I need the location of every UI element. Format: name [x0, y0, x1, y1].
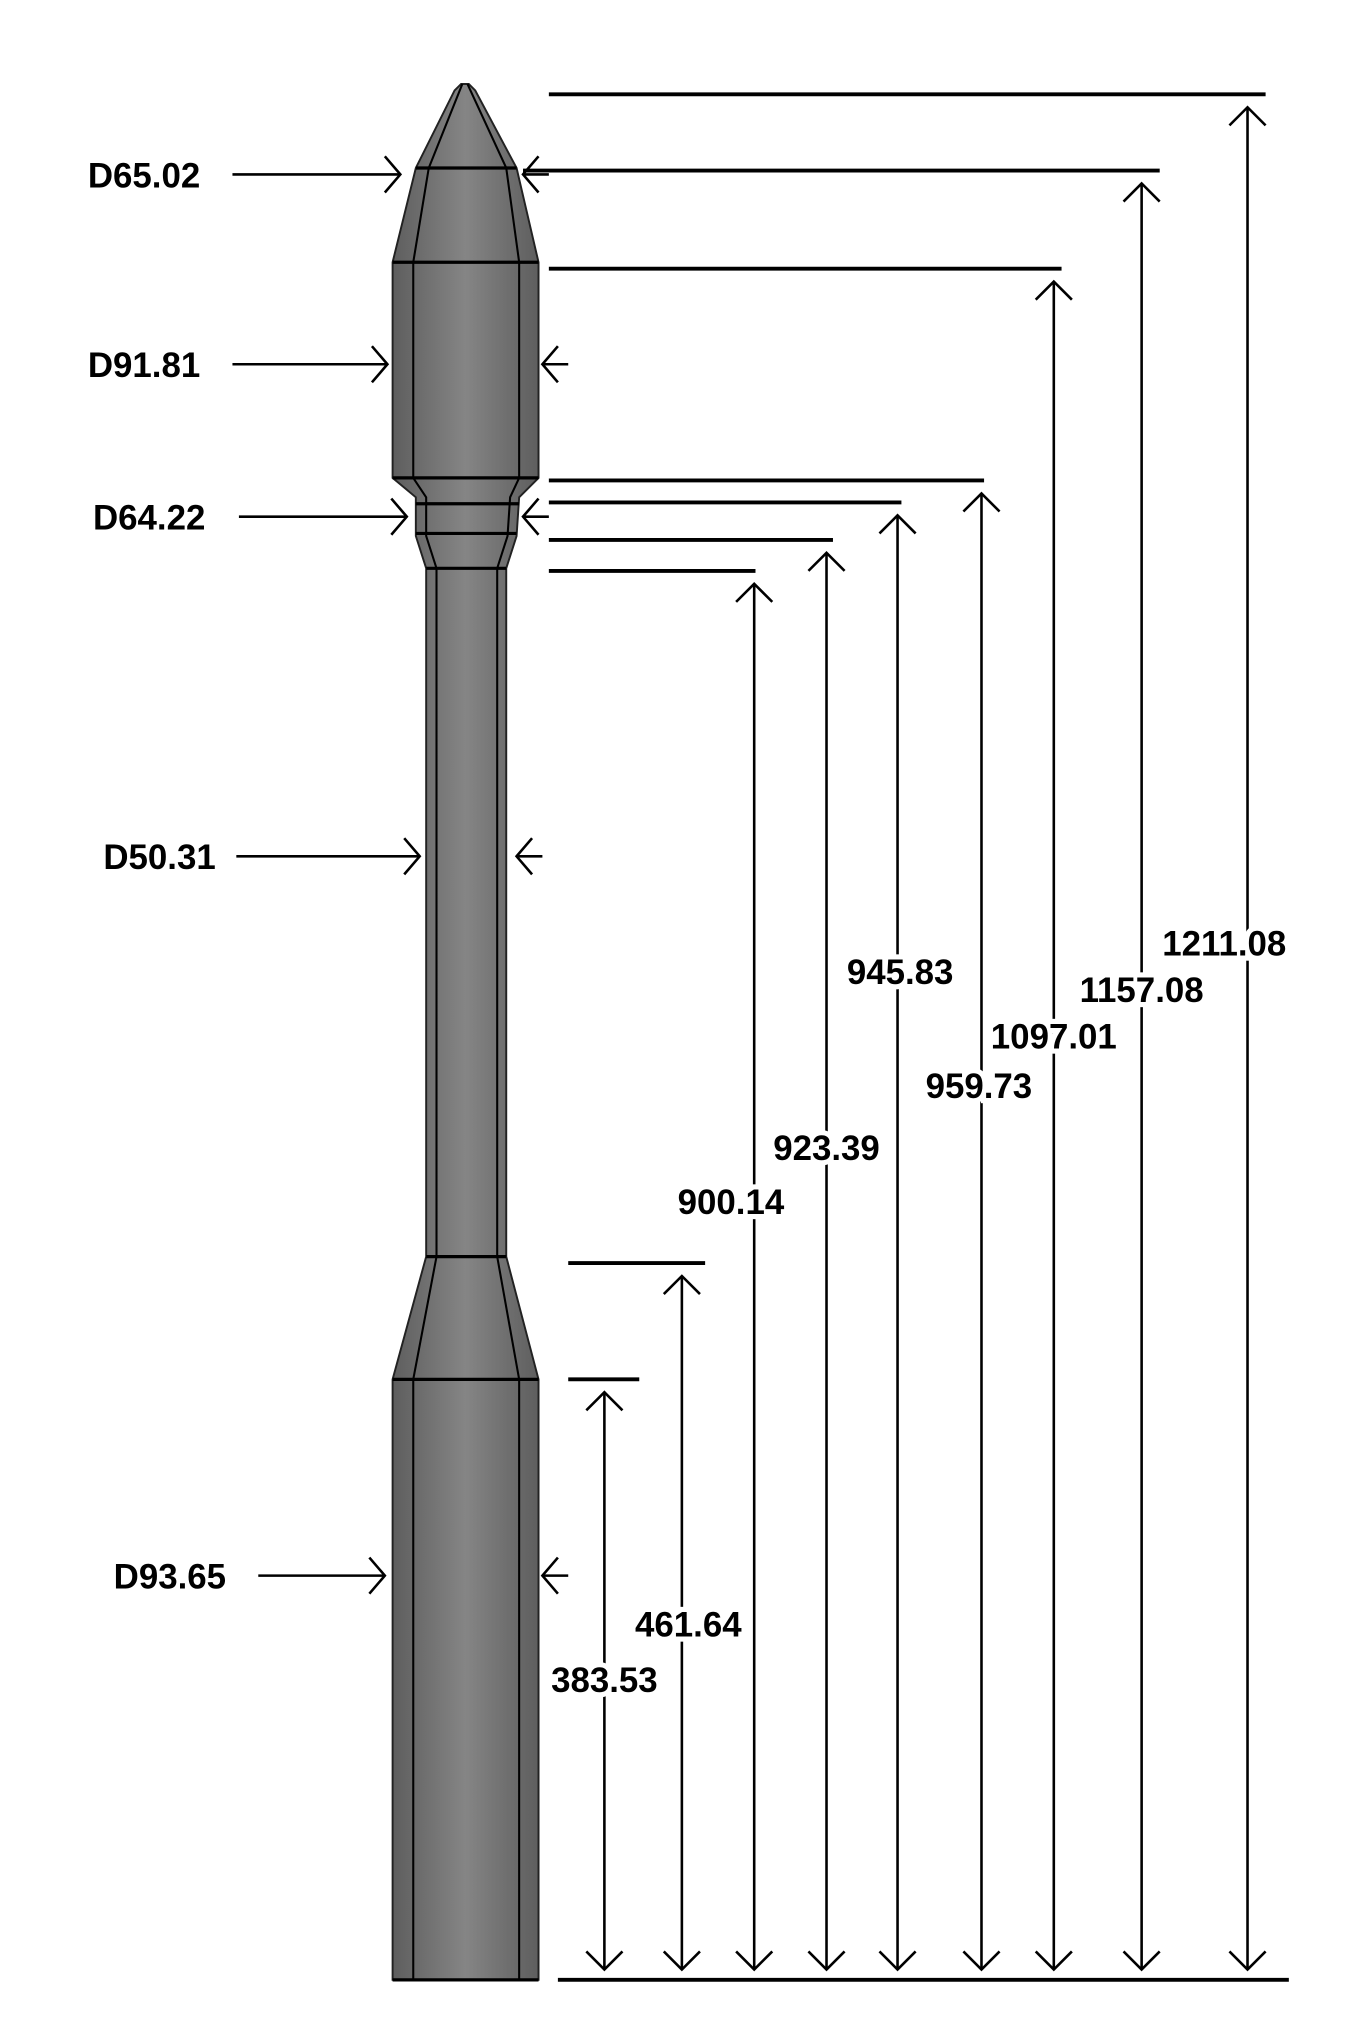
arrowhead-down-icon [735, 1950, 774, 1972]
arrowhead-up-icon [585, 1390, 624, 1412]
body-edge-right [466, 83, 521, 1980]
length-label-l7: 900.14 [678, 1183, 785, 1222]
diameter-label-d1: D65.02 [88, 156, 200, 195]
arrowhead-up-icon [1034, 279, 1073, 301]
arrowhead-up-icon [962, 491, 1001, 513]
shaft-body [391, 83, 540, 1982]
arrowhead-down-icon [662, 1950, 701, 1972]
length-label-l9: 383.53 [551, 1661, 658, 1700]
arrowhead-right-icon [390, 497, 409, 536]
arrowhead-right-icon [383, 155, 403, 194]
arrowhead-down-icon [1122, 1950, 1161, 1972]
arrowhead-right-icon [403, 837, 422, 876]
length-label-l6: 923.39 [773, 1129, 880, 1168]
arrowhead-down-icon [585, 1950, 624, 1972]
arrowhead-up-icon [735, 581, 774, 603]
length-labels: 1211.08 1157.08 1097.01 959.73 945.83 92… [546, 920, 1292, 1705]
arrowhead-up-icon [1228, 105, 1267, 127]
arrowhead-up-icon [662, 1274, 701, 1296]
diameter-label-d2: D91.81 [88, 346, 200, 385]
arrowhead-up-icon [1122, 181, 1161, 203]
length-label-l8: 461.64 [635, 1605, 742, 1644]
length-label-l4: 959.73 [926, 1067, 1033, 1106]
body-outline [391, 83, 540, 1981]
diameter-dimensions: D65.02 D91.81 D64.22 D50.31 D93.65 [88, 155, 569, 1597]
arrowhead-up-icon [807, 550, 846, 572]
diameter-label-d5: D93.65 [114, 1558, 226, 1597]
diameter-label-d3: D64.22 [93, 499, 205, 538]
arrowhead-down-icon [962, 1950, 1001, 1972]
arrowhead-right-icon [370, 345, 390, 384]
arrowhead-up-icon [878, 513, 917, 535]
arrowhead-down-icon [1228, 1950, 1267, 1972]
length-label-l3: 1097.01 [991, 1018, 1117, 1057]
body-edge-left [412, 83, 464, 1980]
diameter-label-d4: D50.31 [103, 838, 215, 877]
length-label-l1: 1211.08 [1162, 925, 1286, 964]
arrowhead-right-icon [368, 1556, 387, 1595]
length-label-l2: 1157.08 [1080, 971, 1204, 1010]
arrowhead-down-icon [807, 1950, 846, 1972]
length-label-l5: 945.83 [847, 953, 954, 992]
arrowhead-down-icon [1034, 1950, 1073, 1972]
length-dimensions [523, 92, 1289, 1982]
arrowhead-down-icon [878, 1950, 917, 1972]
